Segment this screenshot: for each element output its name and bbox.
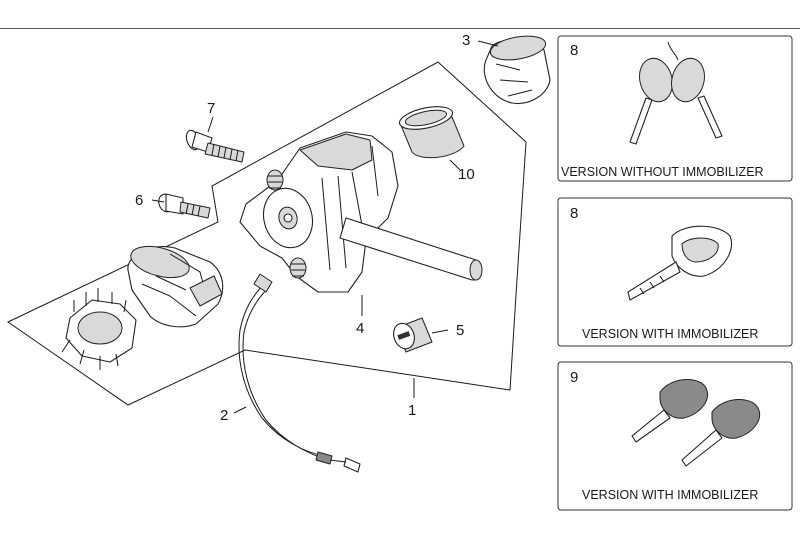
- callout-4: 4: [356, 320, 364, 337]
- part-cap-3: [483, 35, 551, 104]
- panel-3-caption: VERSION WITH IMMOBILIZER: [582, 488, 758, 502]
- part-antenna-housing: [127, 245, 224, 328]
- callout-10: 10: [458, 166, 475, 183]
- assembly-outline: [7, 61, 527, 406]
- panel-1-caption: VERSION WITHOUT IMMOBILIZER: [561, 165, 764, 179]
- immobilizer-key-icon: [627, 225, 732, 301]
- part-switch-contacts: [61, 288, 137, 370]
- callout-1: 1: [408, 402, 416, 419]
- panel-key-with-immobilizer-1: 8 VERSION WITH IMMOBILIZER: [557, 197, 793, 347]
- part-lock-body-4: [239, 131, 483, 293]
- panel-key-without-immobilizer: 8 VERSION WITHOUT IMMOBILIZER: [557, 35, 793, 182]
- panel-3-number: 9: [570, 369, 578, 386]
- leader-lines: [151, 40, 499, 414]
- panel-1-number: 8: [570, 42, 578, 59]
- callout-7: 7: [207, 100, 215, 117]
- part-screw-7: [185, 129, 245, 163]
- key-pair-icon: [629, 41, 723, 145]
- callout-2: 2: [220, 407, 228, 424]
- panel-2-caption: VERSION WITH IMMOBILIZER: [582, 327, 758, 341]
- part-cable-2: [238, 273, 361, 473]
- panel-key-with-immobilizer-2: 9 VERSION WITH IMMOBILIZER: [557, 361, 793, 511]
- key-1-icon: [631, 379, 708, 443]
- part-bolt-6: [158, 193, 211, 219]
- callout-6: 6: [135, 192, 143, 209]
- panel-2-number: 8: [570, 205, 578, 222]
- key-2-icon: [681, 399, 760, 467]
- part-barrel-5: [393, 317, 433, 353]
- callout-3: 3: [462, 32, 470, 49]
- part-sleeve-10: [398, 106, 465, 159]
- callout-5: 5: [456, 322, 464, 339]
